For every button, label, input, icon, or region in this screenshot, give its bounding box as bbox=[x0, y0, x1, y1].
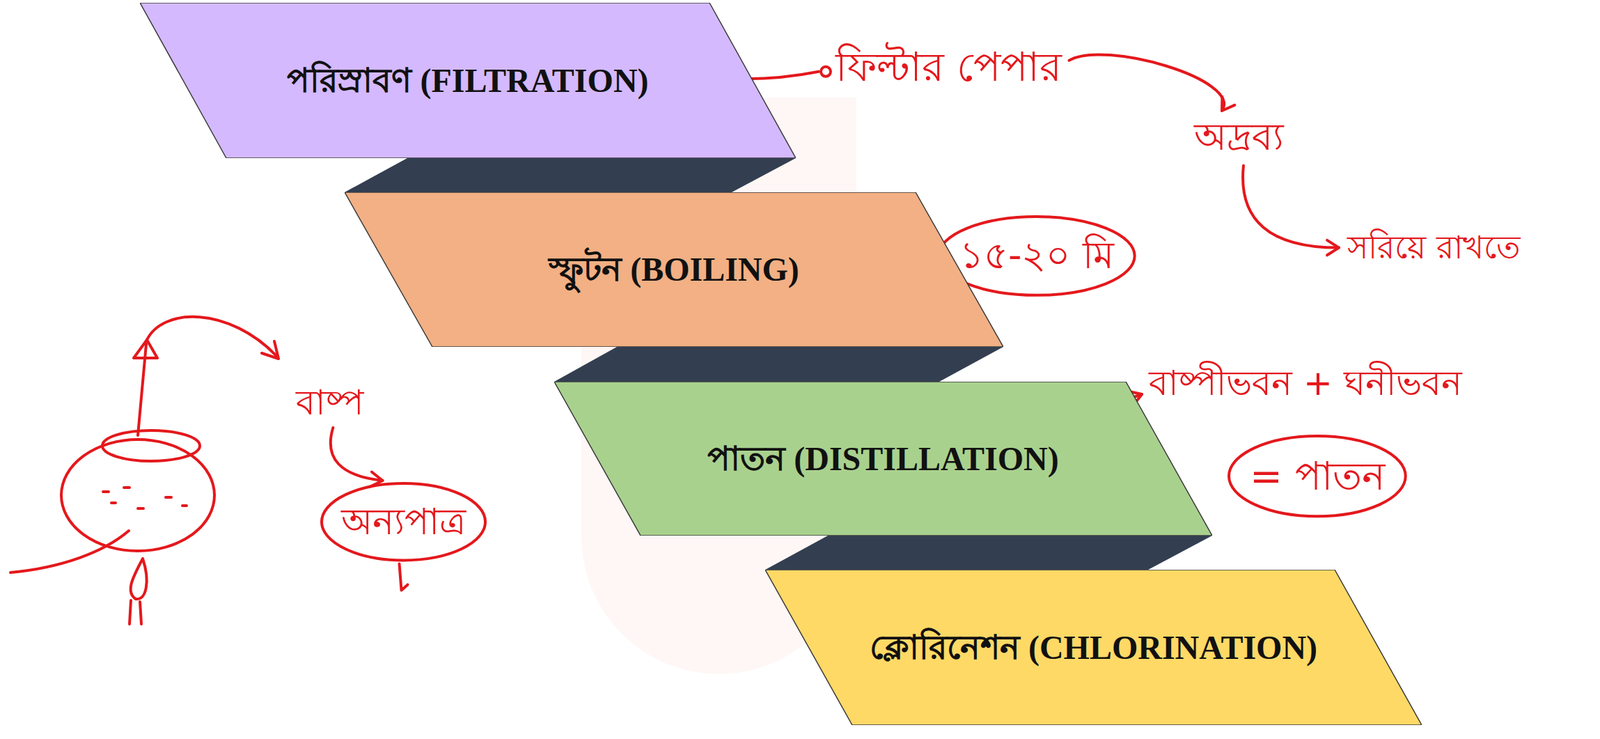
parallelogram-fill bbox=[139, 2, 796, 159]
handwritten-note: বাষ্প bbox=[295, 381, 364, 424]
handwritten-note: ফিল্টার পেপার bbox=[835, 43, 1062, 92]
ink-circle bbox=[938, 216, 1135, 296]
note-arrowhead bbox=[1327, 240, 1339, 255]
handwritten-note: = পাতন bbox=[1249, 452, 1385, 500]
connector-band-fill bbox=[554, 346, 1004, 382]
connector-band bbox=[344, 158, 796, 193]
step-title: পরিস্রাবণ (FILTRATION) bbox=[286, 60, 649, 101]
step-parallelogram: পাতন (DISTILLATION) bbox=[554, 381, 1213, 536]
ink-circle bbox=[1228, 435, 1406, 516]
flame-sketch bbox=[130, 558, 147, 599]
vapour-path-arrow bbox=[146, 316, 278, 357]
note-arrowhead bbox=[1221, 96, 1235, 111]
handwritten-note: অদ্রব্য bbox=[1194, 114, 1284, 161]
leader-dot bbox=[820, 66, 831, 77]
ink-circle bbox=[321, 483, 486, 560]
step-parallelogram: ক্লোরিনেশন (CHLORINATION) bbox=[765, 569, 1422, 725]
parallelogram-fill bbox=[765, 569, 1422, 725]
stand-line bbox=[10, 530, 129, 573]
connector-band-fill bbox=[765, 535, 1213, 570]
note-arrowhead bbox=[370, 472, 383, 487]
note-tail bbox=[399, 563, 409, 590]
handwritten-note: বাষ্পীভবন + ঘনীভবন bbox=[1148, 362, 1463, 404]
burner-lines bbox=[129, 600, 142, 624]
step-parallelogram: পরিস্রাবণ (FILTRATION) bbox=[139, 2, 796, 159]
handwritten-note: সরিয়ে রাখতে bbox=[1347, 228, 1521, 267]
connector-band-fill bbox=[344, 158, 796, 193]
liquid-dots bbox=[103, 487, 187, 509]
step-title: পাতন (DISTILLATION) bbox=[707, 438, 1060, 480]
flask-sketch bbox=[61, 439, 215, 551]
flask-neck-sketch bbox=[102, 430, 200, 461]
parallelogram-fill bbox=[344, 192, 1004, 347]
parallelogram-fill bbox=[554, 381, 1213, 536]
step-title: ক্লোরিনেশন (CHLORINATION) bbox=[869, 627, 1318, 668]
note-arrow bbox=[1068, 54, 1225, 111]
vapour-path-arrowhead bbox=[261, 341, 279, 359]
handwritten-note: ১৫-২০ মি bbox=[959, 233, 1115, 279]
handwritten-note: অন্যপাত্র bbox=[341, 499, 466, 544]
vapour-arrowhead bbox=[133, 339, 158, 358]
step-parallelogram: স্ফুটন (BOILING) bbox=[344, 192, 1004, 347]
note-arrow bbox=[1242, 165, 1339, 248]
step-title: স্ফুটন (BOILING) bbox=[548, 249, 800, 290]
connector-band bbox=[554, 346, 1004, 382]
connector-band bbox=[765, 535, 1213, 570]
